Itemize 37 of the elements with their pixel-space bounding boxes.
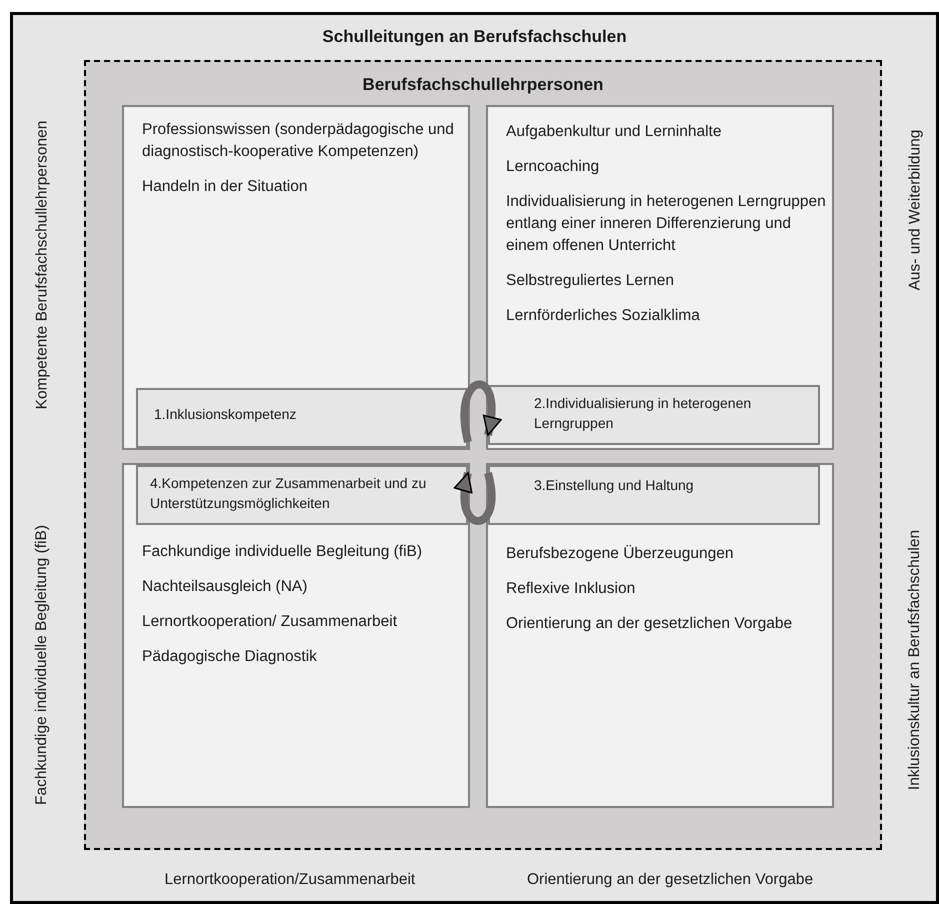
list-item: Pädagogische Diagnostik <box>142 647 318 667</box>
heading-bar <box>136 465 468 525</box>
content-panel <box>122 463 470 808</box>
frame-heading: Berufsfachschullehrpersonen <box>362 75 604 95</box>
list-item: Fachkundige individuelle Begleitung (fiB) <box>142 542 424 562</box>
cycle-arrow <box>460 380 501 443</box>
content-panel <box>122 105 470 450</box>
frame-heading: Schulleitungen an Berufsfachschulen <box>321 27 628 47</box>
list-item: Berufsbezogene Überzeugungen <box>506 544 735 564</box>
bar-heading: 4.Kompetenzen zur Zusammenarbeit und zu Unterstützungsmöglichkeiten <box>150 474 428 513</box>
bar-heading: 2.Individualisierung in heterogenen Lerngruppen <box>534 394 752 433</box>
list-item: Orientierung an der gesetzlichen Vorgabe <box>506 614 794 634</box>
dashed-frame <box>84 60 882 850</box>
heading-bar <box>488 385 820 445</box>
content-panel <box>486 105 834 450</box>
list-item: Handeln in der Situation <box>142 177 308 197</box>
side-label: Lernortkooperation/Zusammenarbeit <box>164 871 416 889</box>
list-item: Reflexive Inklusion <box>506 579 636 599</box>
heading-bar <box>488 465 820 525</box>
heading-bar <box>136 388 468 448</box>
side-label: Fachkundige individuelle Begleitung (fiB) <box>33 524 52 806</box>
list-item: Lerncoaching <box>506 157 600 177</box>
list-item: Lernförderliches Sozialklima <box>506 306 701 326</box>
bar-heading: 3.Einstellung und Haltung <box>534 476 695 495</box>
outer-frame <box>10 12 939 904</box>
side-label: Aus- und Weiterbildung <box>906 130 924 290</box>
bar-heading: 1.Inklusionskompetenz <box>154 405 298 424</box>
list-item: Selbstreguliertes Lernen <box>506 271 676 291</box>
list-item: Professionswissen (sonderpädagogische und diagnostisch-kooperative Kompetenzen) <box>142 120 455 162</box>
list-item: Nachteilsausgleich (NA) <box>142 577 308 597</box>
side-label: Inklusionskultur an Berufsfachschulen <box>906 530 924 790</box>
list-item: Individualisierung in heterogenen Lerngruppen entlang einer inneren Differenzierung und einem offenen Unterricht <box>506 192 826 256</box>
list-item: Aufgabenkultur und Lerninhalte <box>506 122 722 142</box>
content-panel <box>486 463 834 808</box>
side-label: Kompetente Berufsfachschullehrpersonen <box>32 120 51 410</box>
list-item: Lernortkooperation/ Zusammenarbeit <box>142 612 398 632</box>
side-label: Orientierung an der gesetzlichen Vorgabe <box>527 871 814 889</box>
